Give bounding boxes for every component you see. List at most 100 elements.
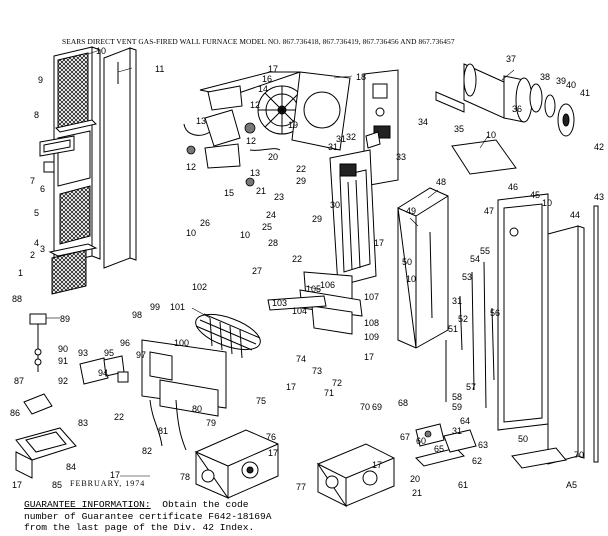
callout: 32 (346, 132, 356, 142)
combustion-chamber (397, 187, 449, 349)
callout: 53 (462, 272, 472, 282)
callout: 10 (406, 274, 416, 284)
callout: 61 (458, 480, 468, 490)
callout: 41 (580, 88, 590, 98)
outer-cabinet-45 (497, 193, 549, 431)
callout: 54 (470, 254, 480, 264)
vent-pipe-assembly (435, 63, 575, 137)
callout: 22 (292, 254, 302, 264)
callout: 96 (120, 338, 130, 348)
heat-exchanger (329, 149, 377, 287)
callout: 10 (186, 228, 196, 238)
callout: 10 (486, 130, 496, 140)
callout: 30 (330, 200, 340, 210)
callout: 7 (30, 176, 35, 186)
callout: 50 (518, 434, 528, 444)
callout: 2 (30, 250, 35, 260)
callout: 12 (250, 100, 260, 110)
callout: 19 (288, 120, 298, 130)
control-panel-34 (363, 69, 399, 187)
callout: 36 (512, 104, 522, 114)
guarantee-information: GUARANTEE INFORMATION: Obtain the code n… (24, 499, 484, 534)
callout: 10 (542, 198, 552, 208)
guarantee-line-3: from the last page of the Div. 42 Index. (24, 522, 255, 533)
callout: 72 (332, 378, 342, 388)
callout: 69 (372, 402, 382, 412)
callout: 49 (406, 206, 416, 216)
callout: 102 (192, 282, 207, 292)
callout: 4 (34, 238, 39, 248)
control-bracket-98 (141, 339, 227, 417)
callout: 3 (40, 244, 45, 254)
callout: 10 (240, 230, 250, 240)
callout: 34 (418, 117, 428, 127)
side-panel-11 (103, 47, 137, 269)
callout: 95 (104, 348, 114, 358)
thermocouple-88 (29, 313, 47, 372)
callout: 35 (454, 124, 464, 134)
callout: A5 (566, 480, 577, 490)
callout: 22 (114, 412, 124, 422)
callout: 76 (266, 432, 276, 442)
callout: 21 (412, 488, 422, 498)
strips-51-59 (445, 261, 495, 409)
callout: 24 (266, 210, 276, 220)
callout: 68 (398, 398, 408, 408)
callout: 70 (360, 402, 370, 412)
callout: 17 (286, 382, 296, 392)
callout: 65 (434, 444, 444, 454)
callout: 78 (180, 472, 190, 482)
callout: 43 (594, 192, 604, 202)
guarantee-line-1: GUARANTEE INFORMATION: Obtain the code (24, 499, 484, 511)
wire-harness (149, 399, 187, 451)
callout: 92 (58, 376, 68, 386)
callout: 45 (530, 190, 540, 200)
callout: 77 (296, 482, 306, 492)
callout: 81 (158, 426, 168, 436)
callout: 107 (364, 292, 379, 302)
callout: 90 (58, 344, 68, 354)
junction-box-83 (15, 427, 77, 479)
callout: 31 (328, 142, 338, 152)
callout: 11 (155, 64, 164, 74)
callout: 67 (400, 432, 410, 442)
callout: 56 (490, 308, 500, 318)
bracket-86 (23, 393, 53, 415)
callout: 25 (262, 222, 272, 232)
cabinet-side-44 (547, 225, 585, 465)
callout: 38 (540, 72, 550, 82)
callout: 80 (192, 404, 202, 414)
callout: 26 (200, 218, 210, 228)
callout: 14 (258, 84, 268, 94)
callout: 1 (18, 268, 23, 278)
callout: 48 (436, 177, 446, 187)
callout: 29 (312, 214, 322, 224)
callout: 55 (480, 246, 490, 256)
callout: 63 (478, 440, 488, 450)
callout: 94 (98, 368, 108, 378)
callout: 103 (272, 298, 287, 308)
diagram-title: SEARS DIRECT VENT GAS-FIRED WALL FURNACE… (62, 37, 455, 46)
callout: 9 (38, 75, 43, 85)
callout: 17 (12, 480, 22, 490)
callout: 27 (252, 266, 262, 276)
callout: 13 (196, 116, 206, 126)
front-cabinet-panel (39, 46, 101, 295)
callout: 91 (58, 356, 68, 366)
callout: 108 (364, 318, 379, 328)
callout: 40 (566, 80, 576, 90)
callout: 47 (484, 206, 494, 216)
callout: 29 (296, 176, 306, 186)
callout: 89 (60, 314, 70, 324)
callout: 21 (256, 186, 266, 196)
callout: 58 (452, 392, 462, 402)
callout: 5 (34, 208, 39, 218)
callout: 23 (274, 192, 284, 202)
callout: 71 (324, 388, 334, 398)
callout: 22 (296, 164, 306, 174)
callout: 73 (312, 366, 322, 376)
callout: 60 (416, 436, 426, 446)
burner-tray-106 (299, 271, 363, 335)
